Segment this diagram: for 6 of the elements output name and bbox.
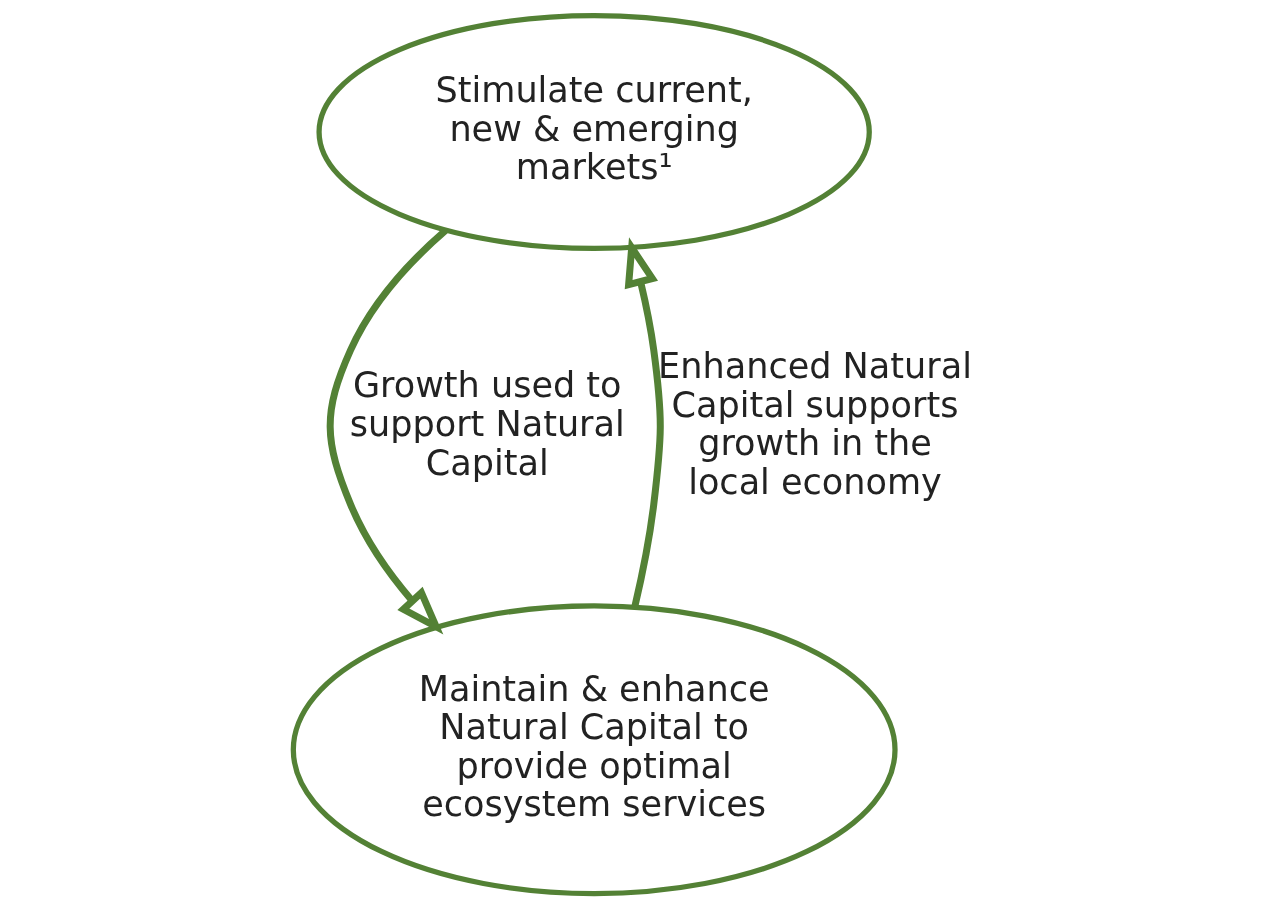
arrow [624, 237, 664, 608]
edge-label: Enhanced Natural Capital supports growth in the local economy [657, 345, 972, 502]
node-ellipse: Stimulate current, new & emerging markets¹ [315, 12, 872, 252]
edge-label: Growth used to support Natural Capital [349, 364, 625, 483]
node-ellipse: Maintain & enhance Natural Capital to provide optimal ecosystem services [290, 603, 898, 897]
arrow [326, 228, 448, 635]
